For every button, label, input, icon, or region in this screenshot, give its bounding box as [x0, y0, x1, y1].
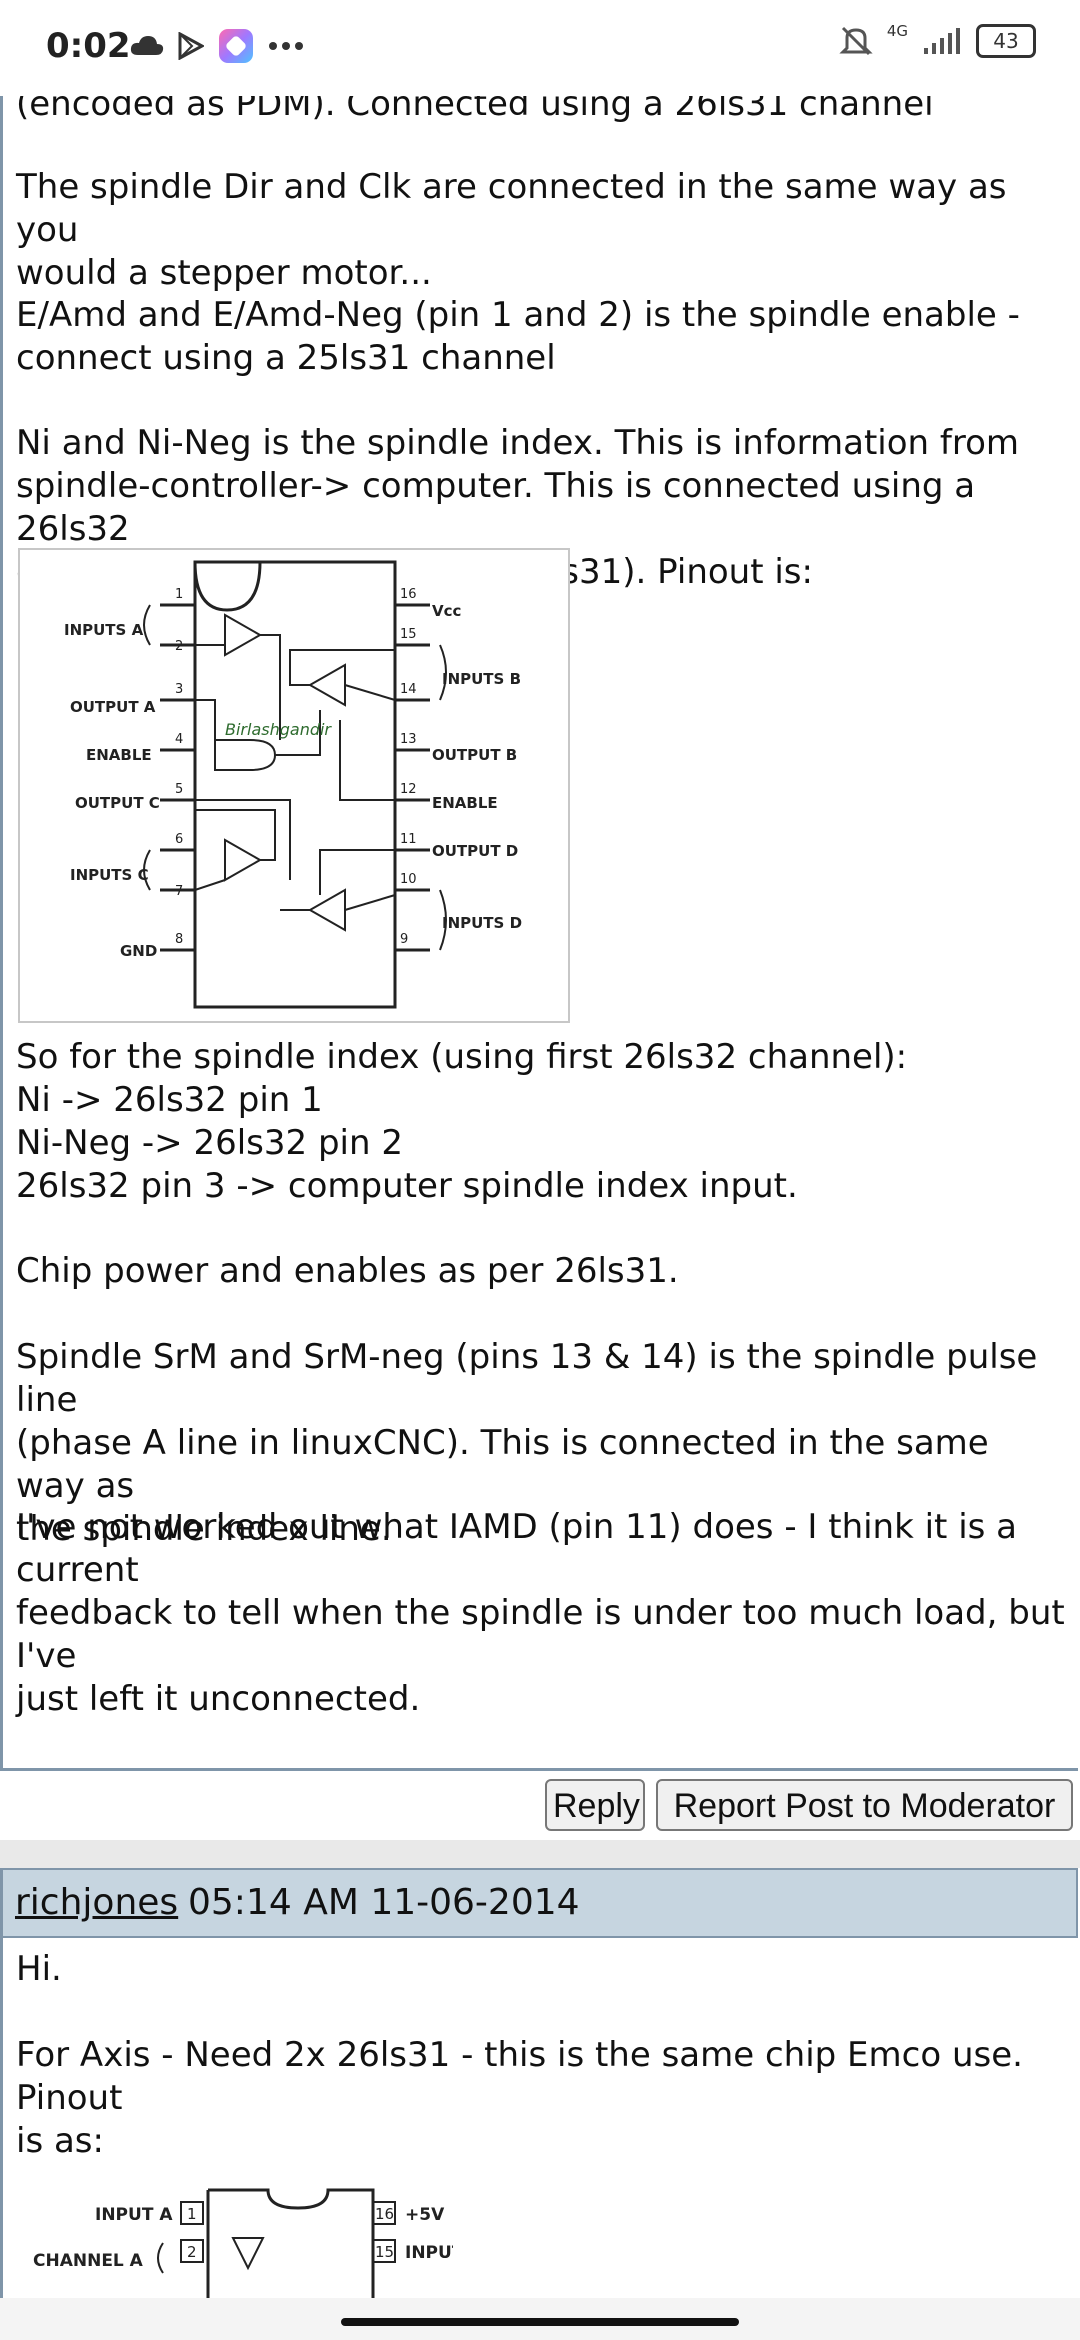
battery-icon: 43 [976, 24, 1036, 58]
app-icon [219, 29, 253, 63]
pin-label: Vcc [432, 602, 461, 620]
pin-label: INPUTS D [442, 914, 522, 932]
post-paragraph: Hi. [16, 1949, 62, 1989]
more-dots-icon [269, 42, 303, 50]
pin-number: 9 [400, 932, 408, 947]
pin-number: 7 [175, 884, 183, 899]
post-paragraph: So for the spindle index (using first 26… [16, 1037, 908, 1206]
pin-number: 15 [375, 2243, 394, 2261]
pin-label: +5V [405, 2205, 445, 2225]
pin-label: INPUTS B [442, 670, 521, 688]
home-indicator[interactable] [341, 2318, 739, 2326]
pin-number: 11 [400, 832, 417, 847]
status-bar: 0:02 4G 43 [0, 0, 1080, 96]
pin-number: 3 [175, 682, 183, 697]
pin-number: 13 [400, 732, 417, 747]
pin-number: 15 [400, 627, 417, 642]
pin-label: INPUT D [405, 2243, 453, 2263]
pin-label: INPUTS A [64, 621, 144, 639]
pin-label: OUTPUT A [70, 698, 156, 716]
post-paragraph: The spindle Dir and Clk are connected in… [16, 167, 1007, 293]
post-body: (encoded as PDM). Connected using a 26ls… [0, 80, 1080, 1838]
pin-number: 2 [175, 639, 183, 654]
pin-number: 2 [187, 2243, 197, 2261]
mute-icon [839, 26, 873, 56]
pin-number: 14 [400, 682, 417, 697]
author-link[interactable]: richjones [15, 1882, 179, 1923]
cloud-icon [130, 36, 164, 55]
watermark: Birlashgandir [225, 720, 332, 739]
post-actions: Reply Report Post to Moderator [0, 1768, 1078, 1843]
post-paragraph: Chip power and enables as per 26ls31. [16, 1251, 679, 1291]
pin-number: 12 [400, 782, 417, 797]
pin-label: CHANNEL A [33, 2251, 144, 2271]
post-paragraph: I've not worked out what IAMD (pin 11) d… [16, 1507, 1065, 1719]
play-store-icon [178, 32, 204, 60]
pin-label: INPUT A [95, 2205, 173, 2225]
pin-label: ENABLE [432, 794, 498, 812]
pin-label: OUTPUT C [75, 794, 160, 812]
report-post-button[interactable]: Report Post to Moderator [656, 1779, 1073, 1831]
ic-pinout-diagram: INPUT A CHANNEL A +5V INPUT D 1 2 16 15 [23, 2178, 483, 2300]
post-paragraph: For Axis - Need 2x 26ls31 - this is the … [16, 2035, 1023, 2161]
notification-icons [130, 28, 304, 64]
network-type: 4G [886, 22, 908, 40]
post-paragraph: E/Amd and E/Amd-Neg (pin 1 and 2) is the… [16, 295, 1020, 378]
pin-label: GND [120, 942, 157, 960]
pin-number: 1 [175, 587, 183, 602]
pin-label: INPUTS C [70, 866, 149, 884]
post-header: richjones 05:14 AM 11-06-2014 [0, 1868, 1078, 1938]
status-time: 0:02 [46, 26, 131, 66]
ic-pinout-diagram: Birlashgandir INPUTS A OUTPUT A ENABLE O… [18, 548, 570, 1023]
post-date: 05:14 AM 11-06-2014 [188, 1882, 580, 1923]
pin-number: 8 [175, 932, 183, 947]
signal-icon [924, 28, 960, 54]
pin-number: 16 [375, 2205, 394, 2223]
pin-number: 10 [400, 872, 417, 887]
pin-label: OUTPUT D [432, 842, 518, 860]
post-body: Hi. For Axis - Need 2x 26ls31 - this is … [0, 1938, 1080, 2300]
pin-label: ENABLE [86, 746, 152, 764]
reply-button[interactable]: Reply [545, 1779, 645, 1831]
pin-number: 4 [175, 732, 183, 747]
pin-number: 1 [187, 2205, 197, 2223]
pin-number: 16 [400, 587, 417, 602]
pin-label: OUTPUT B [432, 746, 517, 764]
post-separator [0, 1840, 1080, 1868]
pin-number: 5 [175, 782, 183, 797]
pin-number: 6 [175, 832, 183, 847]
post-paragraph: Spindle SrM and SrM-neg (pins 13 & 14) i… [16, 1337, 1038, 1549]
